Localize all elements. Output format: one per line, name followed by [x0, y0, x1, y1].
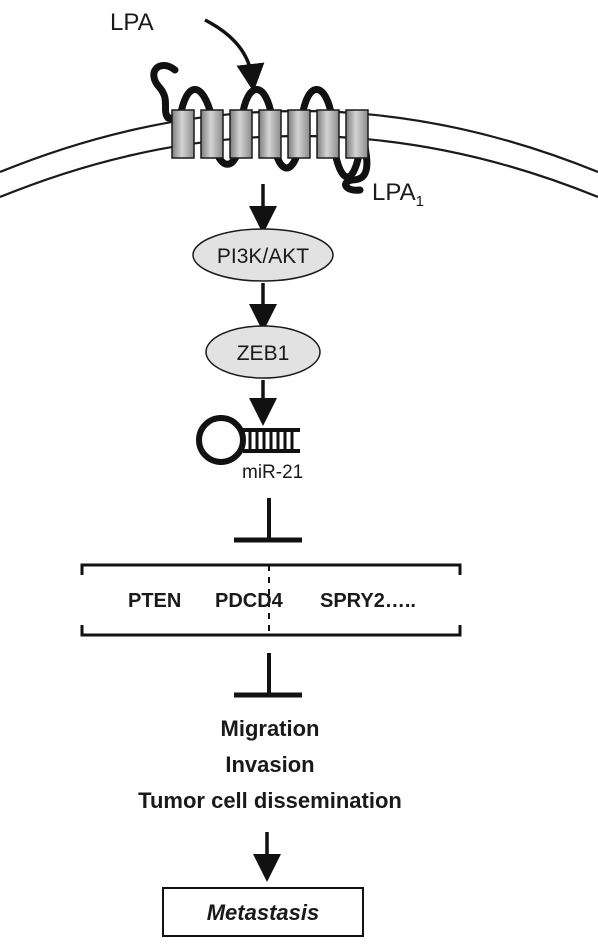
tm-segment: [171, 109, 195, 159]
pi3k-akt-node: PI3K/AKT: [192, 228, 334, 282]
target-pdcd4: PDCD4: [215, 590, 284, 612]
pi3k-akt-label: PI3K/AKT: [217, 245, 309, 268]
outcome-migration: Migration: [221, 716, 320, 741]
tm-segment: [229, 109, 253, 159]
zeb1-node: ZEB1: [205, 325, 321, 379]
tm-segment: [316, 109, 340, 159]
ligand-label: LPA: [110, 9, 154, 36]
mirna-hairpin-icon: [196, 415, 300, 465]
transmembrane-segments: [171, 109, 369, 159]
receptor-label-main: LPA: [372, 179, 416, 206]
outcome-invasion: Invasion: [225, 752, 314, 777]
targets-bracket: [80, 563, 462, 637]
metastasis-box: Metastasis: [162, 887, 364, 937]
receptor-label: LPA1: [372, 179, 424, 210]
target-spry2: SPRY2…..: [320, 590, 416, 612]
inhibition-targets-to-outcomes: [234, 653, 302, 698]
outcome-dissemination: Tumor cell dissemination: [138, 788, 402, 813]
metastasis-label: Metastasis: [207, 900, 320, 925]
tm-segment: [200, 109, 224, 159]
tm-segment: [258, 109, 282, 159]
mirna-label: miR-21: [242, 462, 303, 483]
tm-segment: [287, 109, 311, 159]
zeb1-label: ZEB1: [237, 342, 290, 365]
receptor-label-subscript: 1: [416, 193, 424, 210]
tm-segment: [345, 109, 369, 159]
inhibition-mirna-to-targets: [234, 498, 302, 543]
ligand-arrow: [204, 18, 265, 92]
target-pten: PTEN: [128, 590, 181, 612]
